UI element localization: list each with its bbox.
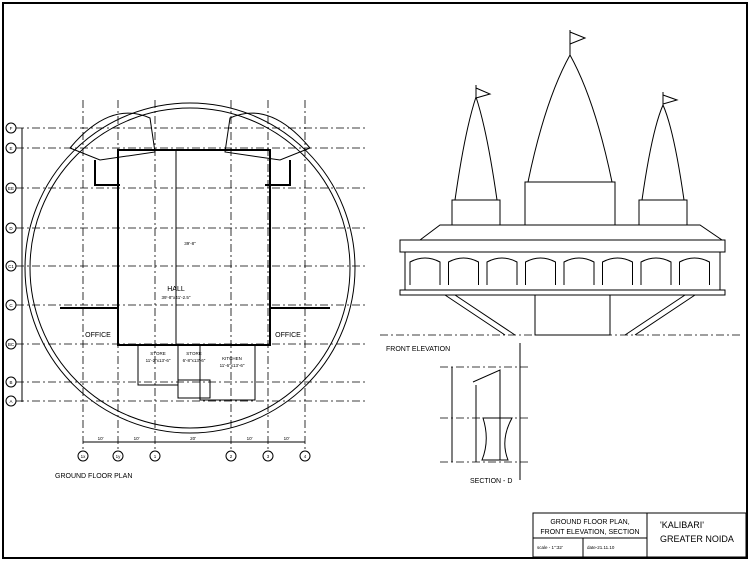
grid-column-bubble xyxy=(112,450,124,462)
main-tower-base xyxy=(524,181,616,226)
office-left-label: OFFICE xyxy=(85,332,111,339)
arch xyxy=(563,257,595,285)
grid-row-bubble xyxy=(5,222,17,234)
grid-row-bubble xyxy=(5,338,17,350)
rear-stair xyxy=(177,379,211,399)
grid-column-bubble xyxy=(77,450,89,462)
grid-row-bubble xyxy=(5,142,17,154)
elevation-title: FRONT ELEVATION xyxy=(386,346,450,353)
grid-row-label: B xyxy=(9,380,12,385)
porch-walls xyxy=(94,160,291,186)
kitchen-size: 11'-6"x13'-6" xyxy=(220,363,245,368)
grid-row-bubble xyxy=(5,260,17,272)
column-dimension: 20' xyxy=(190,436,196,441)
column-dimension: 10' xyxy=(98,436,104,441)
grid-column-bubble xyxy=(262,450,274,462)
grid-row-label: E xyxy=(9,146,12,151)
floor-band xyxy=(399,289,726,296)
rear-rooms-walls xyxy=(137,345,256,401)
hall-label: HALL xyxy=(167,286,185,293)
arch xyxy=(640,257,672,285)
arcade-arches xyxy=(409,257,710,285)
grid-row-label: A xyxy=(9,399,12,404)
grid-row-bubble xyxy=(5,299,17,311)
kitchen-label: KITCHEN xyxy=(222,356,242,361)
arch xyxy=(602,257,633,285)
date: date-21.11.10 xyxy=(587,545,615,550)
roof xyxy=(418,224,724,241)
hall-size: 39'-8"x41'-2.5" xyxy=(162,295,191,300)
entrance-doors xyxy=(534,294,611,336)
column-dimension: 10' xyxy=(284,436,290,441)
flags xyxy=(475,30,679,105)
grid-column-bubble xyxy=(299,450,311,462)
right-stair xyxy=(224,112,311,161)
title-block-frame xyxy=(532,512,747,558)
arch xyxy=(486,257,518,285)
right-shikhara xyxy=(641,103,685,201)
roof-band xyxy=(399,239,726,253)
grid-column-label: 1y xyxy=(116,454,122,459)
drawing-title-2: FRONT ELEVATION, SECTION xyxy=(540,529,639,536)
scale: scale - 1":32' xyxy=(537,545,563,550)
store1-size: 11'-2"x13'-6" xyxy=(146,358,171,363)
front-elevation: FRONT ELEVATION xyxy=(380,30,740,353)
upper-arcade xyxy=(404,251,721,291)
location: GREATER NOIDA xyxy=(660,534,734,544)
grid-column-label: 3 xyxy=(267,454,270,459)
outer-circle xyxy=(24,102,356,434)
arch xyxy=(525,257,556,285)
arch xyxy=(679,257,710,285)
left-shikhara xyxy=(454,95,498,201)
section-stair xyxy=(481,417,513,461)
project-name: 'KALIBARI' xyxy=(660,520,704,530)
grid-row-bubble xyxy=(5,122,17,134)
grid-row-label: C xyxy=(9,303,13,308)
grid-row-label: C1 xyxy=(8,264,14,269)
section-title: SECTION - D xyxy=(470,478,512,485)
grid-row-bubble xyxy=(5,376,17,388)
grid-row-bubble xyxy=(5,395,17,407)
drawing-title-1: GROUND FLOOR PLAN, xyxy=(550,519,629,526)
grid-row-label: D xyxy=(9,226,13,231)
store1-label: STORE xyxy=(150,351,165,356)
right-tower-base xyxy=(638,199,688,226)
grid-column-label: 4 xyxy=(304,454,307,459)
column-dimension: 10' xyxy=(247,436,253,441)
grid-row-label: F xyxy=(10,126,13,131)
section-d: SECTION - D xyxy=(440,343,530,485)
grid-column-label: 1x xyxy=(81,454,87,459)
office-right-label: OFFICE xyxy=(275,332,301,339)
grid-column-label: 1 xyxy=(154,454,157,459)
column-dimension: 10' xyxy=(134,436,140,441)
section-frame xyxy=(472,369,501,462)
store2-label: STORE xyxy=(186,351,201,356)
hall-walls xyxy=(117,149,271,346)
arch xyxy=(448,257,479,285)
inner-circle xyxy=(29,107,351,429)
store2-size: 6'-8"x13'-6" xyxy=(183,358,206,363)
grid-row-bubble xyxy=(5,182,17,194)
main-shikhara xyxy=(527,53,613,183)
grid-column-label: 2 xyxy=(230,454,233,459)
hall-width: 39'-8" xyxy=(184,241,196,246)
title-block: GROUND FLOOR PLAN, FRONT ELEVATION, SECT… xyxy=(532,512,747,558)
front-stairs xyxy=(444,294,696,336)
grid-column-bubble xyxy=(225,450,237,462)
left-stair xyxy=(69,112,156,161)
left-tower-base xyxy=(451,199,501,226)
grid-row-label: EE xyxy=(8,186,14,191)
arch xyxy=(409,257,441,285)
grid-row-label: BC xyxy=(8,342,15,347)
plan-title: GROUND FLOOR PLAN xyxy=(55,473,132,480)
grid-column-bubble xyxy=(149,450,161,462)
